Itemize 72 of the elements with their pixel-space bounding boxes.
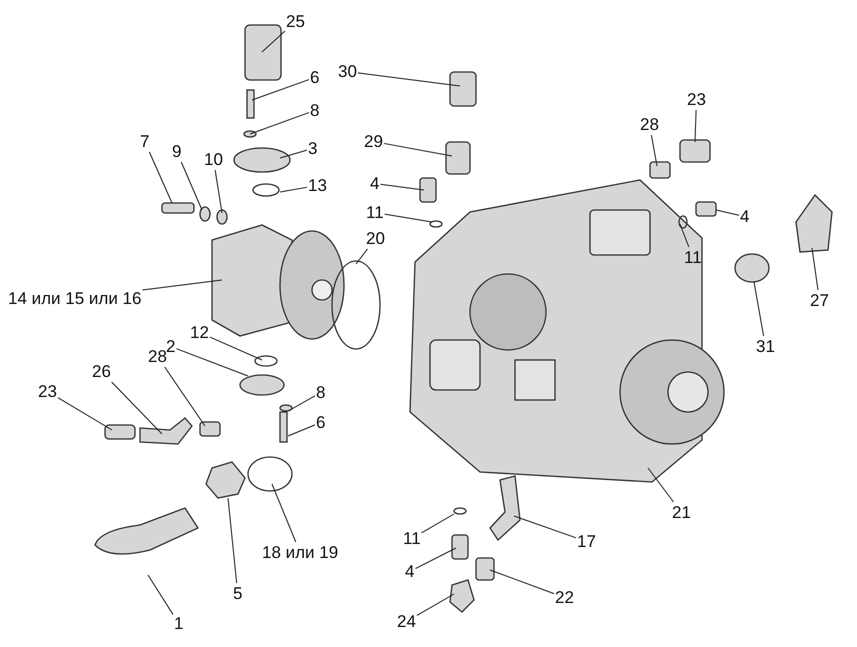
leader-line (414, 548, 456, 570)
callout-number: 30 (338, 62, 357, 81)
leader-line (754, 282, 764, 336)
callout-number: 14 или 15 или 16 (8, 289, 142, 308)
leader-line (148, 152, 172, 204)
callout-number: 6 (310, 68, 320, 87)
leader-line (288, 424, 316, 436)
leader-line (716, 210, 740, 216)
leader-line (228, 498, 238, 584)
callout-number: 4 (370, 174, 380, 193)
callout-number: 28 (148, 347, 167, 366)
leader-line (280, 186, 308, 192)
callout-number: 13 (308, 176, 327, 195)
leader-line (416, 594, 454, 616)
callout-number: 18 или 19 (262, 543, 338, 562)
callout-number: 4 (405, 562, 414, 581)
leader-line (164, 366, 206, 426)
leader-line (380, 184, 424, 190)
callout-number: 5 (233, 584, 242, 603)
callout-number: 26 (92, 362, 111, 381)
callout-number: 6 (316, 413, 326, 432)
leader-line (180, 162, 202, 210)
leader-line (272, 484, 296, 542)
callout-number: 29 (364, 132, 383, 151)
leader-line (650, 134, 658, 166)
callout-number: 24 (397, 612, 416, 631)
callout-number: 23 (687, 90, 706, 109)
leader-line (57, 397, 112, 430)
callout-number: 11 (684, 248, 702, 267)
callout-number: 4 (740, 207, 750, 226)
callout-number: 10 (204, 150, 223, 169)
leader-line (142, 280, 222, 290)
callout-number: 12 (190, 323, 209, 342)
callout-number: 31 (756, 337, 775, 356)
leader-line (176, 348, 248, 376)
leader-line (383, 142, 452, 156)
leader-line (421, 514, 454, 534)
leader-line (250, 112, 310, 134)
callout-number: 27 (810, 291, 829, 310)
leader-line (209, 336, 262, 360)
callout-number: 8 (310, 101, 320, 120)
callout-number: 17 (577, 532, 596, 551)
leader-line (262, 30, 286, 52)
callout-number: 11 (403, 529, 421, 548)
callout-number: 7 (140, 132, 150, 151)
leader-line (384, 214, 432, 222)
leader-line (680, 224, 690, 248)
callout-number: 20 (366, 229, 385, 248)
leader-line (290, 395, 316, 410)
callout-number: 9 (172, 142, 182, 161)
leader-line (356, 248, 368, 264)
leader-line (490, 570, 554, 594)
leader-line (694, 110, 697, 142)
callout-number: 11 (366, 203, 384, 222)
leader-line (214, 170, 222, 214)
callout-number: 3 (308, 139, 318, 158)
callout-number: 25 (286, 12, 305, 31)
leader-line (357, 72, 460, 86)
leader-line (148, 574, 174, 615)
leader-line (280, 150, 308, 158)
leader-line (812, 248, 818, 290)
callout-number: 23 (38, 382, 57, 401)
leader-line (111, 382, 162, 434)
leader-line (514, 516, 576, 538)
callout-number: 21 (672, 503, 691, 522)
callout-number: 8 (316, 383, 326, 402)
leader-line (648, 468, 674, 502)
callout-number: 2 (166, 337, 176, 356)
callout-number: 22 (555, 588, 574, 607)
callout-number: 1 (174, 614, 184, 633)
callout-number: 28 (640, 115, 659, 134)
leader-line (252, 79, 310, 100)
